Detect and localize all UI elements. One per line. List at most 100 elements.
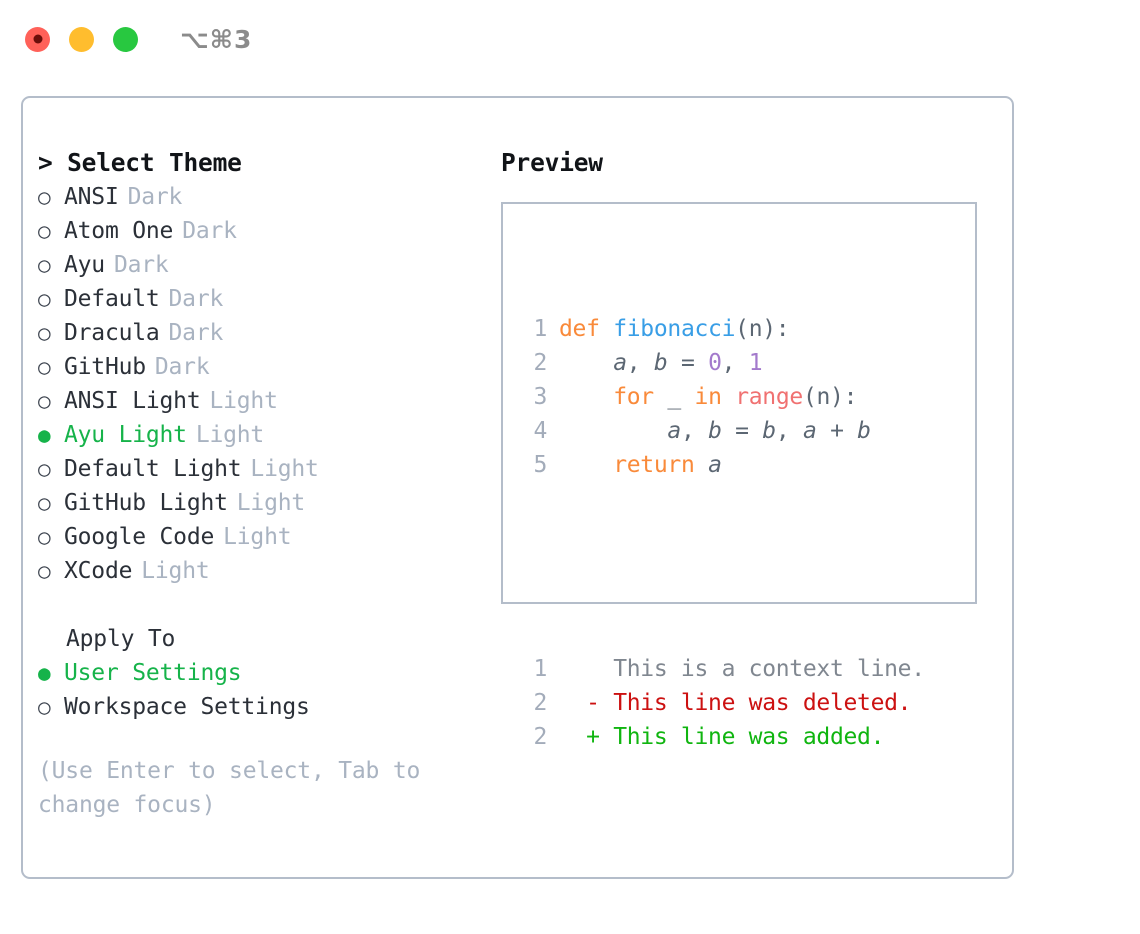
keyboard-hint-text: (Use Enter to select, Tab to change focu…	[38, 758, 434, 818]
theme-option-ansi-light[interactable]: ○ ANSI Light Light	[38, 384, 488, 418]
apply-to-option-label: User Settings	[64, 660, 242, 686]
code-token-fn: fibonacci	[613, 316, 736, 342]
radio-empty-icon: ○	[38, 525, 51, 549]
code-token-var: a	[802, 418, 817, 444]
code-blank-line	[517, 550, 925, 584]
diff-line-context: 1 This is a context line.	[517, 652, 925, 686]
code-token-punc: (n):	[802, 384, 858, 410]
code-token-punc: (n):	[735, 316, 790, 342]
diff-line-number: 2	[533, 690, 547, 716]
theme-option-google-code[interactable]: ○ Google Code Light	[38, 520, 488, 554]
radio-selected-icon: ●	[38, 423, 51, 447]
radio-empty-icon: ○	[38, 457, 51, 481]
code-token-punc: ,	[721, 350, 749, 376]
theme-option-label: GitHub Light	[64, 490, 228, 516]
theme-option-category: Light	[223, 524, 292, 550]
theme-option-label: Ayu	[64, 252, 105, 278]
code-token-punc: _	[653, 384, 695, 410]
minimize-button-icon[interactable]	[69, 26, 94, 52]
theme-option-label: ANSI Light	[64, 388, 201, 414]
code-token-num: 0	[708, 350, 722, 376]
theme-option-category: Dark	[182, 218, 237, 244]
diff-sample: 1 This is a context line.2 - This line w…	[517, 652, 925, 754]
code-token-punc: +	[816, 418, 858, 444]
code-token-num: 1	[748, 350, 763, 376]
diff-line-deleted: 2 - This line was deleted.	[517, 686, 925, 720]
code-token-punc	[559, 350, 613, 376]
code-token-punc: ,	[680, 418, 709, 444]
radio-selected-icon: ●	[38, 661, 51, 685]
code-line-number: 2	[533, 350, 547, 376]
theme-option-label: Atom One	[64, 218, 174, 244]
theme-option-category: Dark	[168, 320, 224, 346]
code-token-var: a	[708, 452, 722, 478]
code-token-punc	[722, 384, 736, 410]
radio-empty-icon: ○	[38, 321, 51, 345]
theme-option-category: Light	[141, 558, 210, 584]
radio-empty-icon: ○	[38, 287, 51, 311]
code-token-punc	[559, 418, 667, 444]
theme-option-category: Dark	[168, 286, 224, 312]
code-token-kw: in	[694, 384, 722, 410]
code-token-punc: =	[667, 350, 709, 376]
diff-line-added: 2 + This line was added.	[517, 720, 925, 754]
theme-option-label: Dracula	[64, 320, 160, 346]
radio-empty-icon: ○	[38, 695, 51, 719]
theme-option-label: Default	[64, 286, 160, 312]
theme-option-label: ANSI	[64, 184, 119, 210]
maximize-button-icon[interactable]	[113, 26, 138, 52]
theme-option-category: Light	[209, 388, 278, 414]
code-line: 5 return a	[517, 448, 925, 482]
code-line-number: 4	[533, 418, 547, 444]
radio-empty-icon: ○	[38, 219, 51, 243]
theme-option-category: Dark	[127, 184, 183, 210]
apply-to-option-workspace-settings[interactable]: ○ Workspace Settings	[38, 690, 488, 724]
theme-option-label: Default Light	[64, 456, 242, 482]
theme-option-default-light[interactable]: ○ Default Light Light	[38, 452, 488, 486]
code-line: 2 a, b = 0, 1	[517, 346, 925, 380]
diff-line-text: - This line was deleted.	[559, 690, 912, 716]
code-token-var: b	[857, 418, 871, 444]
apply-to-list: ● User Settings ○ Workspace Settings	[38, 656, 488, 724]
list-spacer	[38, 588, 488, 622]
radio-empty-icon: ○	[38, 389, 51, 413]
code-token-var: b	[762, 418, 776, 444]
theme-option-category: Dark	[154, 354, 210, 380]
code-token-punc: =	[721, 418, 763, 444]
title-bar: ⌥⌘3	[0, 0, 1140, 78]
apply-to-option-label: Workspace Settings	[64, 694, 310, 720]
apply-to-option-user-settings[interactable]: ● User Settings	[38, 656, 488, 690]
code-token-kw: def	[559, 316, 614, 342]
code-token-var: b	[708, 418, 722, 444]
theme-option-atom-one[interactable]: ○ Atom One Dark	[38, 214, 488, 248]
code-token-call: range	[735, 384, 803, 410]
theme-option-category: Light	[195, 422, 265, 448]
code-token-var: b	[653, 350, 668, 376]
code-token-punc: ,	[626, 350, 654, 376]
theme-option-default[interactable]: ○ Default Dark	[38, 282, 488, 316]
theme-option-label: XCode	[64, 558, 133, 584]
select-theme-heading: > Select Theme	[38, 148, 242, 177]
close-button-icon[interactable]	[25, 26, 50, 52]
code-token-punc	[559, 384, 613, 410]
theme-option-category: Light	[250, 456, 319, 482]
code-token-kw: for	[613, 384, 654, 410]
theme-option-label: Google Code	[64, 524, 215, 550]
code-token-punc	[559, 452, 613, 478]
code-line-number: 1	[533, 316, 547, 342]
code-line-number: 3	[533, 384, 547, 410]
theme-option-dracula[interactable]: ○ Dracula Dark	[38, 316, 488, 350]
